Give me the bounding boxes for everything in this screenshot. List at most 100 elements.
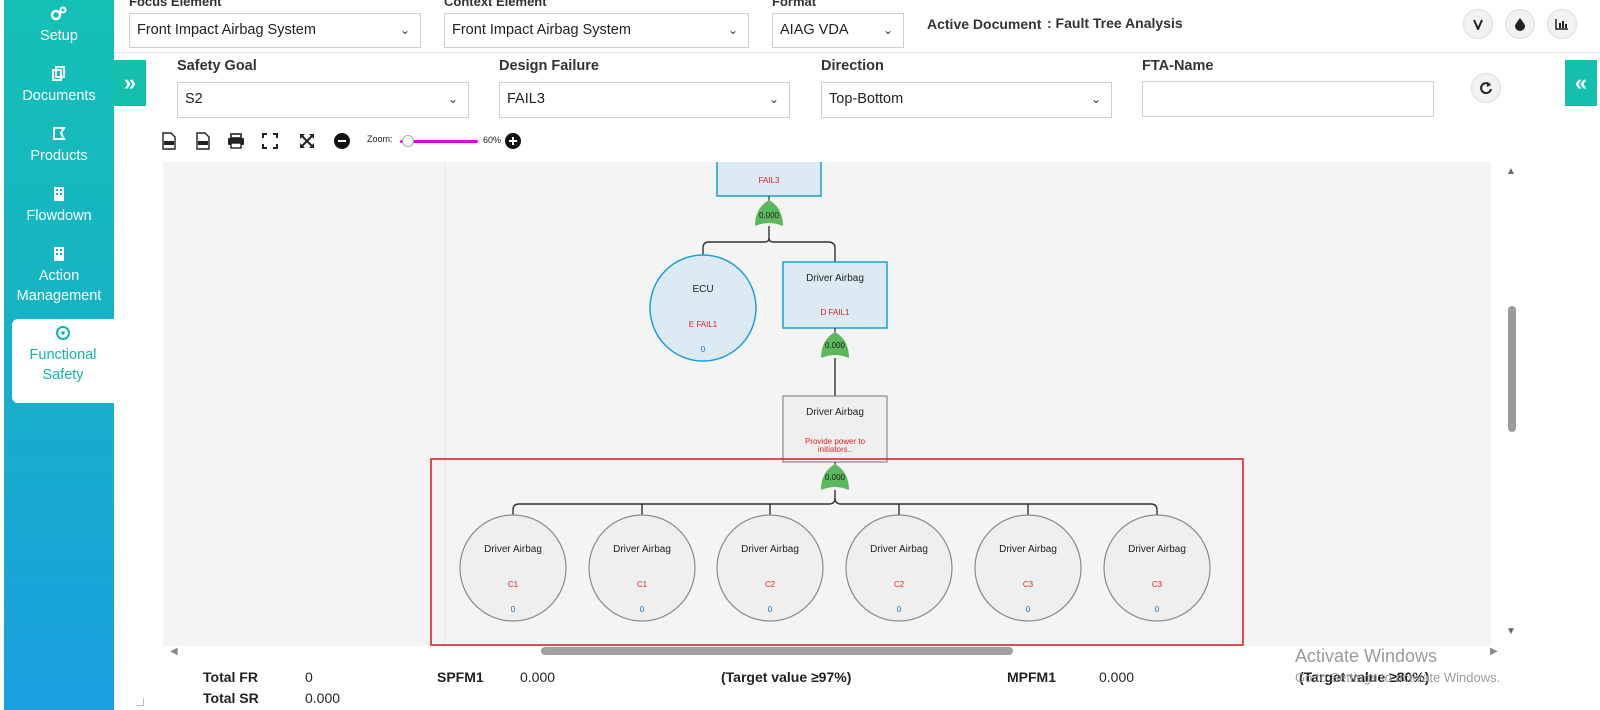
spfm-label: SPFM1 [437, 669, 484, 685]
zoom-in-button[interactable] [503, 131, 523, 151]
activate-windows-title: Activate Windows [1295, 646, 1438, 666]
mpfm-value: 0.000 [1099, 669, 1135, 685]
leaf-name: Driver Airbag [484, 544, 542, 555]
zoom-out-button[interactable] [332, 131, 352, 151]
leaf-event[interactable]: Driver Airbag C2 0 [716, 514, 824, 622]
safety-goal-select[interactable]: S2 ⌄ [177, 82, 469, 118]
or-gate-bottom[interactable]: 0.000 [821, 464, 849, 490]
leaf-failure: C3 [1023, 580, 1034, 589]
bar-chart-icon [1555, 19, 1568, 30]
activate-windows-subtitle: Go to Settings to activate Windows. [1295, 670, 1501, 685]
double-chevron-left-icon: « [1574, 70, 1588, 95]
fault-tree-canvas[interactable]: FAIL3 0.000 ECU E FAIL1 0 Driver Airbag … [163, 162, 1491, 646]
collapse-panel-button[interactable]: « [1565, 60, 1597, 106]
function-event-name: Driver Airbag [806, 407, 864, 418]
ecu-failure: E FAIL1 [689, 320, 718, 329]
scroll-up-arrow[interactable]: ▲ [1506, 166, 1516, 177]
sidebar-item-functional-safety[interactable]: Functional Safety [12, 319, 114, 403]
fit-screen-button[interactable] [260, 131, 280, 151]
double-chevron-right-icon: » [123, 70, 137, 95]
sidebar-item-action-management[interactable]: Action Management [4, 246, 114, 306]
leaf-value: 0 [1026, 605, 1031, 614]
leaf-failure: C2 [894, 580, 905, 589]
format-value: AIAG VDA [780, 22, 849, 38]
chart-button[interactable] [1547, 9, 1577, 39]
or-gate-mid[interactable]: 0.000 [821, 332, 849, 358]
leaf-event[interactable]: Driver Airbag C1 0 [588, 514, 696, 622]
vertical-scrollbar[interactable] [1508, 306, 1516, 432]
fta-name-input[interactable] [1142, 81, 1434, 117]
png-file-icon [196, 132, 210, 150]
direction-label: Direction [821, 58, 884, 74]
scroll-down-arrow[interactable]: ▼ [1506, 626, 1516, 637]
sidebar-item-flowdown[interactable]: Flowdown [4, 186, 114, 226]
sidebar-item-documents[interactable]: Documents [4, 66, 114, 106]
horizontal-scrollbar[interactable] [541, 647, 1013, 655]
total-fr-value: 0 [305, 669, 313, 685]
fullscreen-button[interactable] [297, 131, 317, 151]
mpfm-label: MPFM1 [1007, 669, 1056, 685]
top-event-node[interactable]: FAIL3 [716, 162, 822, 197]
export-png-button[interactable] [193, 131, 213, 151]
ecu-name: ECU [692, 284, 713, 295]
design-failure-select[interactable]: FAIL3 ⌄ [499, 82, 790, 118]
highlight-box [430, 458, 1244, 646]
active-document-value: : Fault Tree Analysis [1047, 15, 1183, 31]
context-element-select[interactable]: Front Impact Airbag System ⌄ [444, 13, 749, 48]
expand-sidebar-button[interactable]: » [114, 60, 146, 106]
leaf-name: Driver Airbag [999, 544, 1057, 555]
total-fr-label: Total FR [203, 669, 258, 685]
function-event-failure-line1: Provide power to [805, 437, 866, 446]
sidebar-item-label: Action Management [16, 268, 102, 304]
refresh-button[interactable] [1471, 73, 1501, 103]
leaf-value: 0 [640, 605, 645, 614]
ecu-value: 0 [701, 345, 706, 354]
vine-icon [1473, 19, 1483, 30]
driver-airbag-event[interactable]: Driver Airbag D FAIL1 [782, 261, 888, 329]
minus-circle-icon [334, 133, 350, 149]
driver-airbag-failure: D FAIL1 [821, 308, 850, 317]
context-element-value: Front Impact Airbag System [452, 22, 631, 38]
chevron-down-icon: ⌄ [727, 23, 738, 37]
format-select[interactable]: AIAG VDA ⌄ [772, 13, 904, 48]
vine-button[interactable] [1463, 9, 1493, 39]
scroll-left-arrow[interactable]: ◀ [170, 646, 178, 657]
leaf-event[interactable]: Driver Airbag C2 0 [845, 514, 953, 622]
scroll-right-arrow[interactable]: ▶ [1490, 646, 1498, 657]
leaf-event[interactable]: Driver Airbag C3 0 [974, 514, 1082, 622]
leaf-value: 0 [897, 605, 902, 614]
safety-goal-label: Safety Goal [177, 58, 257, 74]
expand-arrows-icon [300, 134, 314, 148]
ecu-basic-event[interactable]: ECU E FAIL1 0 [649, 254, 757, 362]
fit-screen-icon [262, 133, 278, 149]
documents-icon [52, 66, 65, 81]
refresh-icon [1480, 82, 1492, 95]
chevron-down-icon: ⌄ [882, 23, 893, 37]
top-event-failure: FAIL3 [759, 176, 780, 185]
export-svg-button[interactable] [159, 131, 179, 151]
print-button[interactable] [226, 131, 246, 151]
building-icon [54, 187, 64, 201]
leaf-event[interactable]: Driver Airbag C3 0 [1103, 514, 1211, 622]
function-event[interactable]: Driver Airbag Provide power to initiator… [782, 395, 888, 463]
resize-handle[interactable] [136, 698, 144, 706]
safety-icon [56, 326, 70, 340]
driver-airbag-name: Driver Airbag [806, 273, 864, 284]
zoom-label: Zoom: [367, 134, 393, 144]
or-gate-top[interactable]: 0.000 [755, 200, 783, 226]
focus-element-select[interactable]: Front Impact Airbag System ⌄ [129, 13, 421, 48]
chevron-down-icon: ⌄ [399, 23, 410, 37]
gate-value: 0.000 [825, 473, 846, 482]
sidebar-item-setup[interactable]: Setup [4, 6, 114, 46]
zoom-slider-thumb[interactable] [401, 135, 414, 147]
zoom-slider[interactable] [400, 140, 478, 143]
sidebar-item-products[interactable]: Products [4, 126, 114, 166]
drop-button[interactable] [1505, 9, 1535, 39]
leaf-event[interactable]: Driver Airbag C1 0 [459, 514, 567, 622]
leaf-name: Driver Airbag [1128, 544, 1186, 555]
leaf-connectors [512, 490, 1158, 518]
total-sr-label: Total SR [203, 690, 259, 706]
leaf-name: Driver Airbag [870, 544, 928, 555]
header-divider [114, 52, 1600, 53]
direction-select[interactable]: Top-Bottom ⌄ [821, 82, 1112, 118]
